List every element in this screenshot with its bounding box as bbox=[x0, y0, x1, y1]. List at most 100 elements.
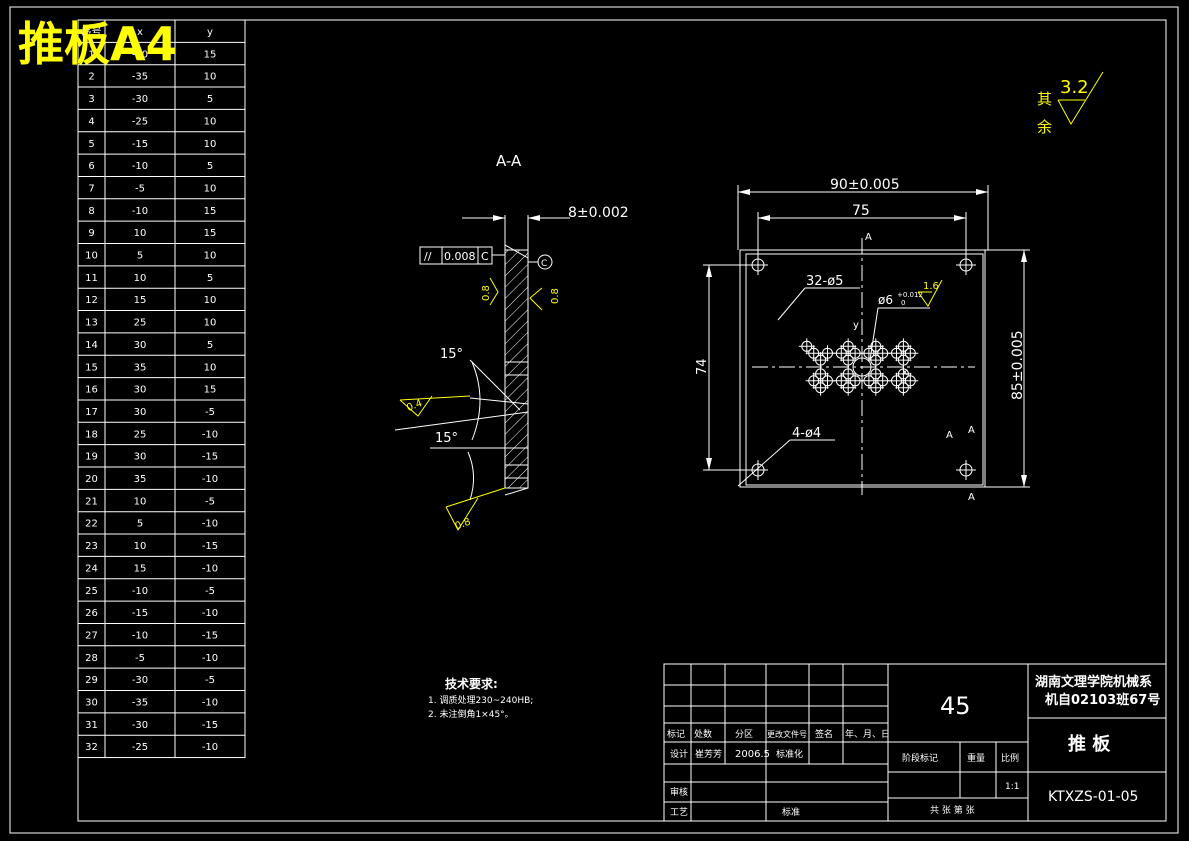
table-cell: 10 bbox=[134, 496, 147, 507]
table-cell: 10 bbox=[204, 139, 217, 150]
svg-text:设计: 设计 bbox=[670, 748, 688, 760]
table-cell: -10 bbox=[202, 519, 218, 530]
table-cell: 21 bbox=[85, 496, 98, 507]
angle-bottom: 15° bbox=[435, 431, 458, 446]
svg-text:+0.012: +0.012 bbox=[897, 291, 923, 299]
tech-req-title: 技术要求: bbox=[445, 676, 498, 691]
table-cell: 12 bbox=[85, 295, 98, 306]
table-cell: -15 bbox=[132, 139, 148, 150]
table-cell: 15 bbox=[204, 49, 217, 60]
svg-text://: // bbox=[424, 250, 432, 263]
thickness-dimension: 8±0.002 bbox=[568, 205, 629, 221]
small-holes bbox=[798, 338, 919, 396]
class-info: 机自02103班67号 bbox=[1045, 692, 1160, 708]
table-cell: -5 bbox=[205, 586, 215, 597]
table-cell: -10 bbox=[202, 608, 218, 619]
section-label: A-A bbox=[496, 152, 522, 170]
table-cell: 8 bbox=[88, 206, 94, 217]
table-cell: 5 bbox=[207, 161, 213, 172]
section-mark-top: A bbox=[865, 232, 872, 243]
svg-text:1:1: 1:1 bbox=[1005, 782, 1019, 792]
tech-requirements: 技术要求: 1. 调质处理230~240HB; 2. 未注倒角1×45°。 bbox=[428, 676, 533, 720]
roughness-mark-c: 0.4 bbox=[399, 395, 471, 417]
table-cell: 5 bbox=[207, 273, 213, 284]
table-cell: -35 bbox=[132, 72, 148, 83]
table-cell: 10 bbox=[204, 295, 217, 306]
table-header: y bbox=[207, 27, 213, 38]
svg-text:共 张 第 张: 共 张 第 张 bbox=[930, 804, 975, 816]
table-cell: 5 bbox=[207, 94, 213, 105]
table-cell: 19 bbox=[85, 452, 98, 463]
table-cell: 7 bbox=[88, 183, 94, 194]
svg-text:重量: 重量 bbox=[967, 752, 985, 764]
height-holes-dim: 74 bbox=[695, 358, 710, 375]
svg-text:C: C bbox=[541, 259, 547, 269]
corner-holes bbox=[748, 255, 976, 480]
table-cell: 10 bbox=[204, 72, 217, 83]
table-cell: 25 bbox=[134, 318, 147, 329]
corner-holes-label: 4-ø4 bbox=[792, 426, 821, 441]
inner-border bbox=[77, 19, 1167, 822]
table-cell: -5 bbox=[205, 407, 215, 418]
table-cell: 25 bbox=[134, 429, 147, 440]
table-cell: 3 bbox=[88, 94, 94, 105]
roughness-mark-a: 0.8 bbox=[481, 277, 499, 306]
part-name: 推 板 bbox=[1068, 733, 1111, 755]
roughness-other-label-2: 余 bbox=[1037, 118, 1052, 136]
table-cell: 10 bbox=[204, 183, 217, 194]
svg-text:年、月、日: 年、月、日 bbox=[845, 728, 890, 740]
table-cell: 29 bbox=[85, 675, 98, 686]
table-cell: 15 bbox=[204, 228, 217, 239]
table-cell: 27 bbox=[85, 630, 98, 641]
svg-text:更改文件号: 更改文件号 bbox=[767, 729, 807, 739]
table-cell: 22 bbox=[85, 519, 98, 530]
roughness-symbol bbox=[1057, 71, 1104, 125]
table-cell: -10 bbox=[132, 586, 148, 597]
svg-text:2006.5: 2006.5 bbox=[735, 749, 770, 760]
parallelism-value: 0.008 bbox=[444, 250, 476, 263]
svg-text:分区: 分区 bbox=[735, 729, 753, 740]
table-cell: 10 bbox=[134, 273, 147, 284]
table-cell: 15 bbox=[85, 362, 98, 373]
table-cell: -15 bbox=[202, 630, 218, 641]
table-cell: 25 bbox=[85, 586, 98, 597]
table-cell: 10 bbox=[134, 228, 147, 239]
table-cell: 10 bbox=[85, 251, 98, 262]
table-cell: 15 bbox=[204, 206, 217, 217]
outer-border bbox=[9, 6, 1179, 834]
roughness-value: 3.2 bbox=[1060, 77, 1089, 98]
center-hole bbox=[852, 357, 872, 377]
width-holes-dim: 75 bbox=[852, 203, 870, 219]
drawing-number: KTXZS-01-05 bbox=[1048, 789, 1138, 805]
table-cell: 26 bbox=[85, 608, 98, 619]
material: 45 bbox=[940, 692, 971, 720]
svg-text:比例: 比例 bbox=[1001, 752, 1019, 764]
table-cell: -35 bbox=[132, 698, 148, 709]
width-outer-dim: 90±0.005 bbox=[830, 177, 900, 193]
table-cell: 10 bbox=[204, 251, 217, 262]
table-cell: -10 bbox=[132, 206, 148, 217]
table-cell: 5 bbox=[88, 139, 94, 150]
table-cell: 5 bbox=[207, 340, 213, 351]
roughness-mark-b: 0.8 bbox=[529, 287, 561, 311]
table-header: 序号 bbox=[82, 25, 102, 38]
angle-top: 15° bbox=[440, 347, 463, 362]
table-cell: -15 bbox=[202, 452, 218, 463]
table-header: x bbox=[137, 27, 143, 38]
table-cell: 31 bbox=[85, 720, 98, 731]
section-mark-bottom: A bbox=[968, 492, 975, 503]
svg-text:标准: 标准 bbox=[782, 806, 800, 818]
table-cell: 4 bbox=[88, 116, 94, 127]
table-cell: 30 bbox=[134, 385, 147, 396]
svg-text:0.8: 0.8 bbox=[454, 517, 473, 533]
table-cell: 30 bbox=[134, 340, 147, 351]
table-cell: -40 bbox=[132, 49, 148, 60]
table-cell: 5 bbox=[137, 519, 143, 530]
table-cell: -15 bbox=[202, 541, 218, 552]
overlay-title: 推板A4 bbox=[18, 17, 178, 71]
table-cell: 30 bbox=[85, 698, 98, 709]
svg-text:0.4: 0.4 bbox=[405, 398, 424, 414]
svg-text:阶段标记: 阶段标记 bbox=[902, 752, 938, 764]
table-cell: -10 bbox=[202, 474, 218, 485]
datum-ref: C bbox=[481, 250, 489, 263]
